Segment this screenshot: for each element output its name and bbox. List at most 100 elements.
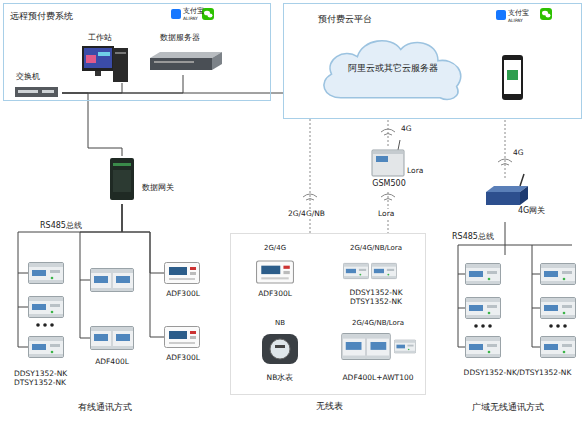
logo-text: 支付宝 [508, 9, 529, 17]
wireless-link [388, 119, 389, 146]
device-label: ADF300L [158, 353, 208, 362]
meter-node: NBNB水表 [245, 318, 315, 390]
device-label: DDSY1352-NK/DTSY1352-NK [455, 368, 580, 377]
switch-device [15, 87, 58, 97]
cloud-label: 阿里云或其它云服务器 [315, 63, 470, 73]
ellipsis-dot [43, 323, 47, 327]
device-label: GSM500 [366, 179, 412, 189]
switch-ports [18, 90, 38, 93]
wireless-panel: 无线表2G/4GADF300L2G/4G/NB/LoraDDSY1352-NK … [230, 233, 426, 395]
gsm500-device [373, 151, 403, 154]
meter-node: 2G/4G/NB/LoraADF400L+AWT100 [335, 318, 421, 390]
meter-device [91, 269, 134, 292]
device-label: 4G网关 [518, 206, 558, 216]
meter-device [29, 337, 64, 358]
workstation-screen [86, 55, 96, 63]
gateway-4g-device [486, 192, 520, 205]
section-caption: 有线通讯方式 [78, 402, 132, 413]
device-label: DDSY1352-NK DTSY1352-NK [14, 369, 84, 387]
gateway-device [113, 170, 131, 192]
panel-title: 预付费云平台 [318, 14, 438, 25]
device-label: 数据服务器 [160, 33, 222, 43]
ellipsis-dot [50, 323, 54, 327]
workstation-tower [115, 52, 126, 54]
water-meter [262, 334, 298, 364]
workstation-tower [113, 48, 128, 82]
gsm500-device [372, 150, 404, 176]
signal-label: 2G/4G/NB/Lora [335, 319, 421, 327]
meter-device [257, 261, 294, 283]
meter-device [91, 327, 134, 350]
wireless-link [505, 119, 506, 178]
wire-connector [122, 204, 158, 273]
wire-connector [80, 204, 122, 280]
rs485-bus [18, 245, 572, 347]
server-side [212, 52, 222, 70]
meter-device [466, 337, 501, 358]
device-label: DDSY1352-NK DTSY1352-NK [335, 288, 417, 306]
meter-group: ADF400L [86, 262, 138, 370]
phone [502, 55, 523, 100]
ellipsis-dot [556, 324, 560, 328]
ellipsis-dot [36, 323, 40, 327]
alipay-logo [171, 9, 181, 19]
cloud-platform-panel: 预付费云平台阿里云或其它云服务器 [283, 3, 582, 119]
signal-label: 2G/4G/NB [287, 209, 326, 218]
meter-device [165, 263, 200, 284]
wire-connector [18, 204, 122, 273]
gsm500-node: GSM500 [366, 146, 412, 192]
water-meter [275, 345, 285, 348]
meter-device [371, 263, 396, 278]
server-front [154, 61, 194, 63]
phone-screen [504, 60, 521, 94]
logo-text: ALIPAY [183, 16, 198, 21]
gsm500-device [376, 156, 388, 162]
switch-node: 交换机 [12, 70, 62, 99]
panel-title: 远程预付费系统 [10, 11, 150, 22]
meter-device [541, 264, 576, 285]
meter-device [165, 327, 200, 348]
workstation-node: 工作站 [80, 33, 130, 83]
meter-device [541, 337, 576, 358]
bus-label: RS485总线 [452, 232, 494, 242]
meter-device [466, 298, 501, 319]
device-label: 交换机 [16, 72, 60, 82]
meter-device [342, 334, 390, 360]
meter-device [466, 264, 501, 285]
signal-label: 4G [512, 148, 525, 157]
logo-text: 支付宝 [183, 7, 204, 15]
workstation-screen [98, 52, 110, 56]
wechat-logo [546, 14, 551, 18]
wechat-logo [540, 8, 552, 20]
device-label: ADF300L [158, 289, 208, 298]
gateway-4g-node: 4G网关 [482, 178, 554, 222]
bus-label: RS485总线 [40, 221, 82, 231]
workstation-stand [95, 71, 101, 76]
antenna [520, 174, 524, 186]
meter-group: DDSY1352-NK DTSY1352-NK [22, 258, 80, 394]
ellipsis-dot [549, 324, 553, 328]
ellipsis-dot [474, 324, 478, 328]
device-label: 工作站 [88, 33, 132, 43]
meter-device [394, 340, 415, 353]
device-label: ADF400L [86, 357, 138, 366]
system-panel: 远程预付费系统工作站 数据服务器交换机 [3, 3, 271, 101]
section-caption: 广域无线通讯方式 [472, 402, 544, 413]
wire-connector [62, 75, 183, 93]
device-label: ADF400L+AWT100 [335, 373, 421, 382]
wechat-logo [208, 14, 213, 18]
signal-label: NB [245, 319, 315, 327]
signal-label: 2G/4G [245, 244, 305, 252]
meter-device [29, 297, 64, 318]
signal-label: Lora [377, 209, 395, 218]
meter-device [29, 263, 64, 284]
meter-group: DDSY1352-NK/DTSY1352-NK [455, 255, 580, 383]
signal-label: Lora [407, 166, 423, 175]
signal-label: 4G [400, 124, 413, 133]
meter-node: ADF300L [158, 258, 208, 308]
gateway-device [110, 158, 134, 200]
gateway-node: 数据网关 [106, 156, 194, 204]
antenna [398, 140, 400, 150]
meter-node: ADF300L [158, 322, 208, 372]
